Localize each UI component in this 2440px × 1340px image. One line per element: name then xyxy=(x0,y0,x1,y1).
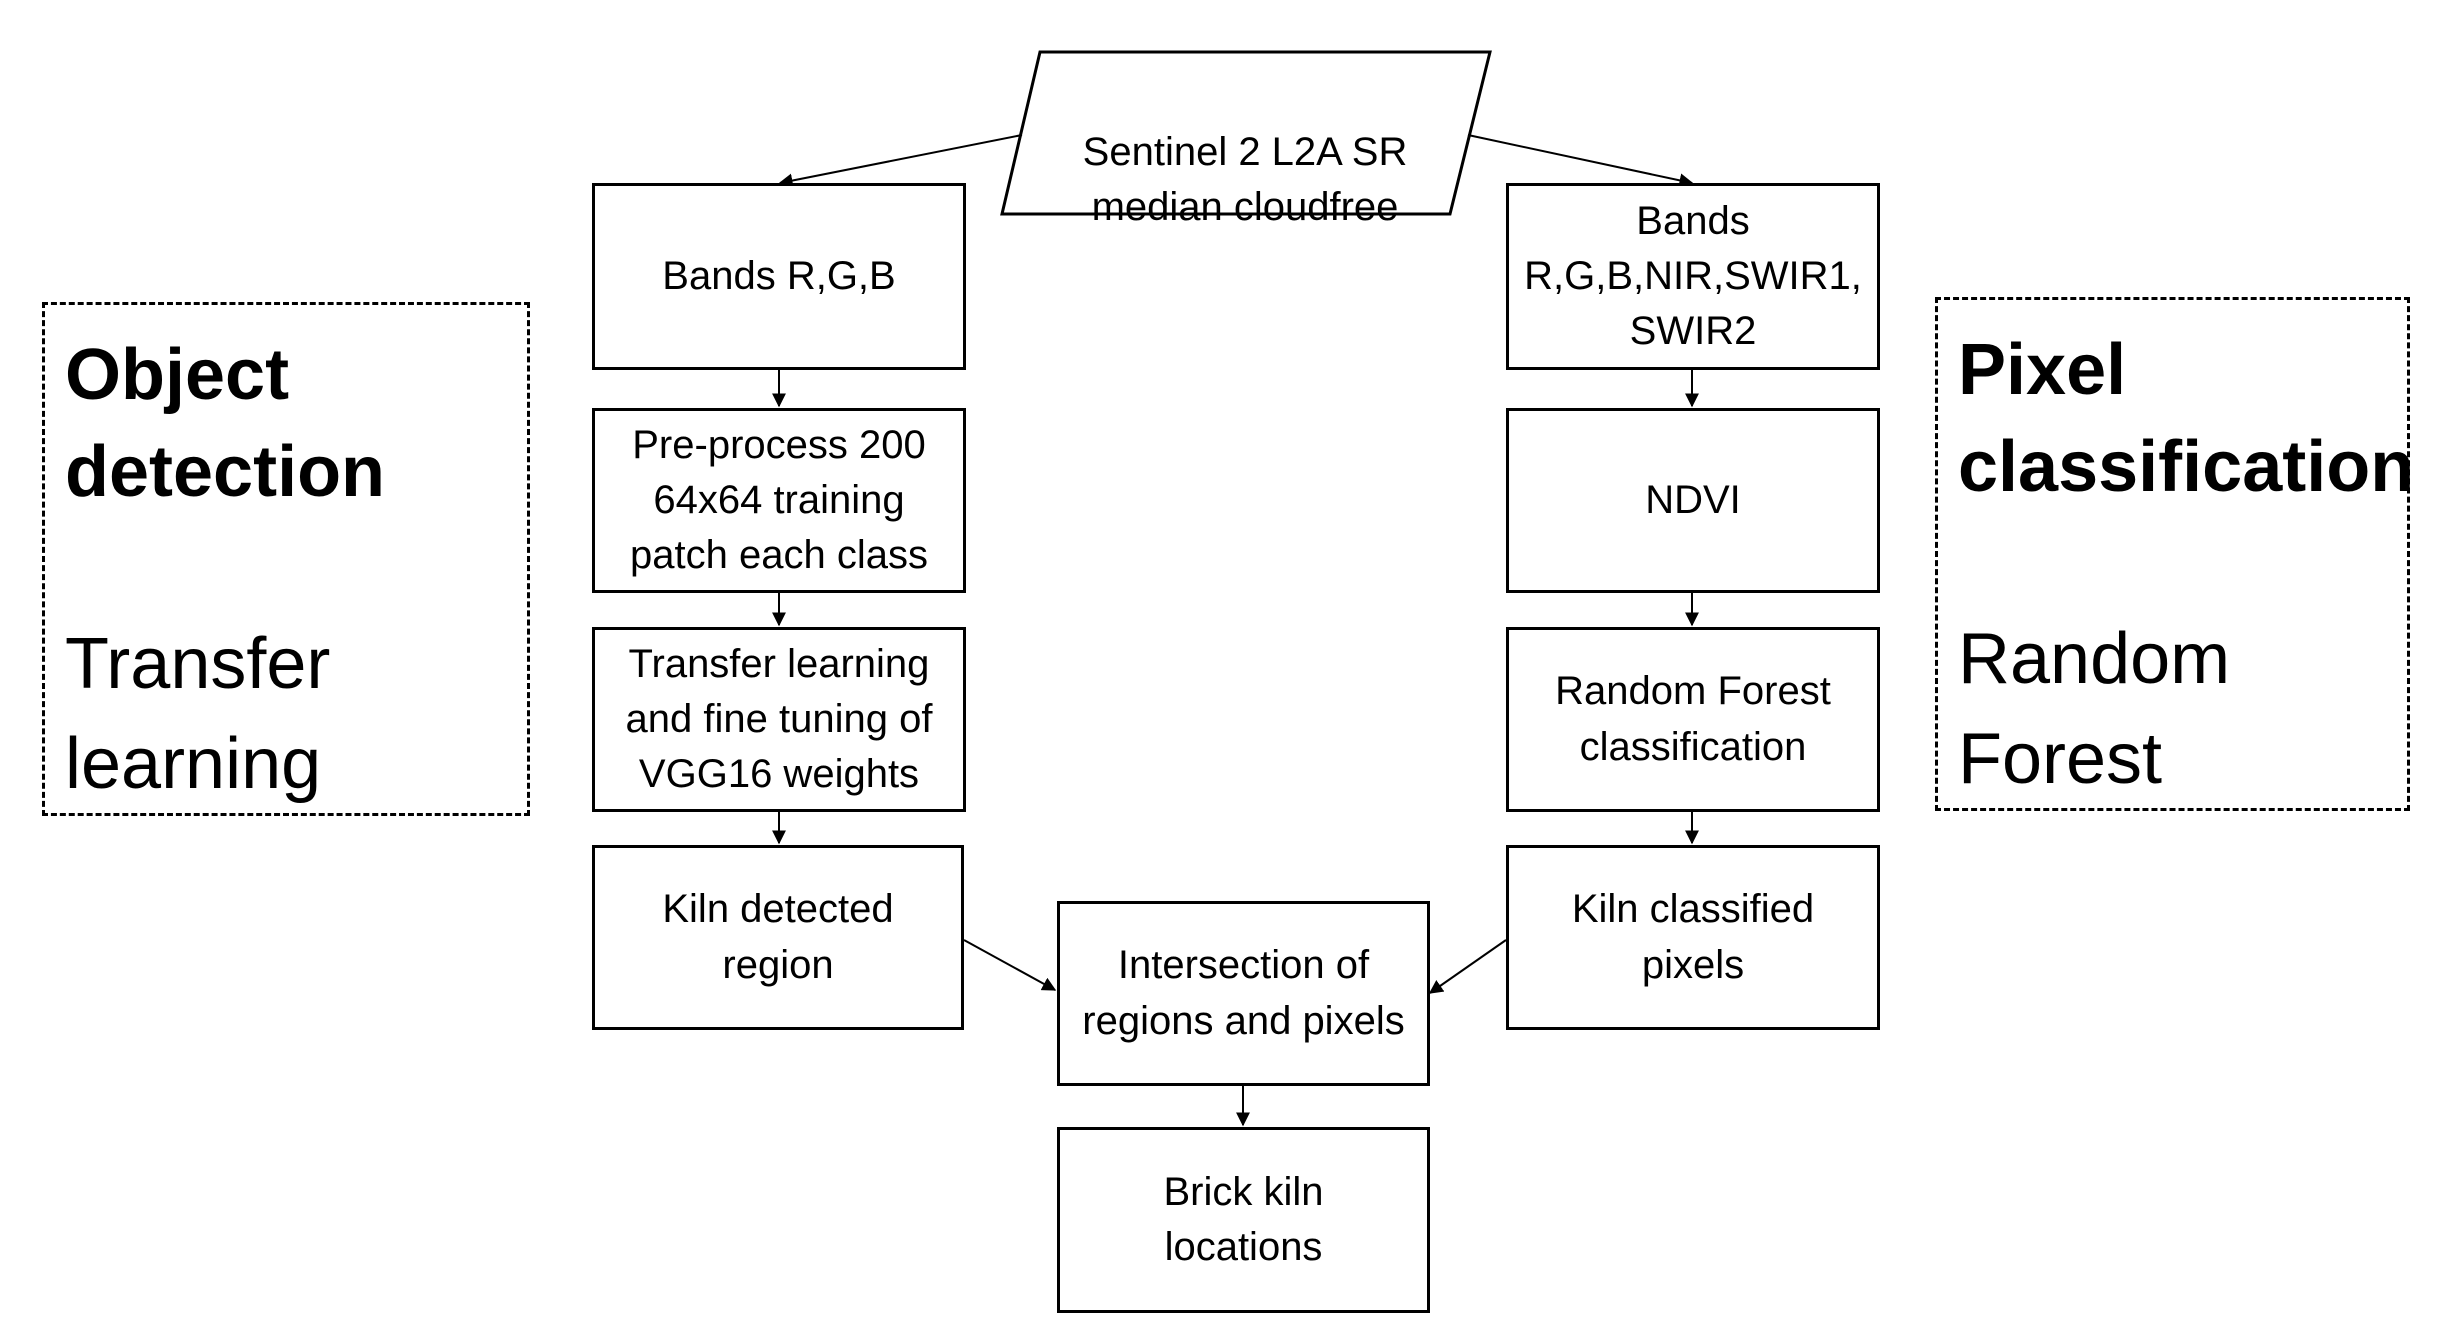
ndvi-label: NDVI xyxy=(1645,477,1741,522)
kiln-detected-box: Kiln detected region xyxy=(592,845,964,1030)
random-forest-label: Random Forest classification xyxy=(1555,669,1831,769)
kiln-classified-box: Kiln classified pixels xyxy=(1506,845,1880,1030)
source-parallelogram xyxy=(1000,50,1492,216)
arrow-source-to-rgb xyxy=(778,134,1023,188)
kiln-detected-label: Kiln detected region xyxy=(662,887,894,987)
random-forest-method: Random Forest xyxy=(1958,619,2231,799)
brick-kiln-locations-box: Brick kiln locations xyxy=(1057,1127,1430,1313)
brick-kiln-locations-label: Brick kiln locations xyxy=(1163,1169,1324,1269)
arrow-detected-to-intersection xyxy=(963,939,1057,991)
object-detection-panel: Object detection Transfer learning xyxy=(42,302,530,816)
transfer-learning-label: Transfer learning and fine tuning of VGG… xyxy=(625,641,933,797)
ndvi-box: NDVI xyxy=(1506,408,1880,593)
source-label-text: Sentinel 2 L2A SR median cloudfree xyxy=(1082,130,1408,230)
arrow-classified-to-intersection xyxy=(1428,939,1507,994)
arrow-source-to-multiband xyxy=(1467,134,1694,188)
random-forest-box: Random Forest classification xyxy=(1506,627,1880,812)
source-label: Sentinel 2 L2A SR median cloudfree xyxy=(1010,70,1480,236)
preprocess-box: Pre-process 200 64x64 training patch eac… xyxy=(592,408,966,593)
bands-rgb-box: Bands R,G,B xyxy=(592,183,966,370)
preprocess-label: Pre-process 200 64x64 training patch eac… xyxy=(630,422,928,578)
intersection-box: Intersection of regions and pixels xyxy=(1057,901,1430,1086)
bands-multispectral-box: Bands R,G,B,NIR,SWIR1, SWIR2 xyxy=(1506,183,1880,370)
object-detection-heading: Object detection xyxy=(65,335,386,513)
bands-multispectral-label: Bands R,G,B,NIR,SWIR1, SWIR2 xyxy=(1524,198,1862,354)
transfer-learning-box: Transfer learning and fine tuning of VGG… xyxy=(592,627,966,812)
transfer-learning-method: Transfer learning xyxy=(65,624,331,804)
intersection-label: Intersection of regions and pixels xyxy=(1082,943,1405,1043)
pixel-classification-panel: Pixel classification Random Forest xyxy=(1935,297,2415,811)
kiln-classified-label: Kiln classified pixels xyxy=(1571,887,1815,987)
pixel-classification-heading: Pixel classification xyxy=(1958,330,2415,508)
bands-rgb-label: Bands R,G,B xyxy=(662,253,896,298)
